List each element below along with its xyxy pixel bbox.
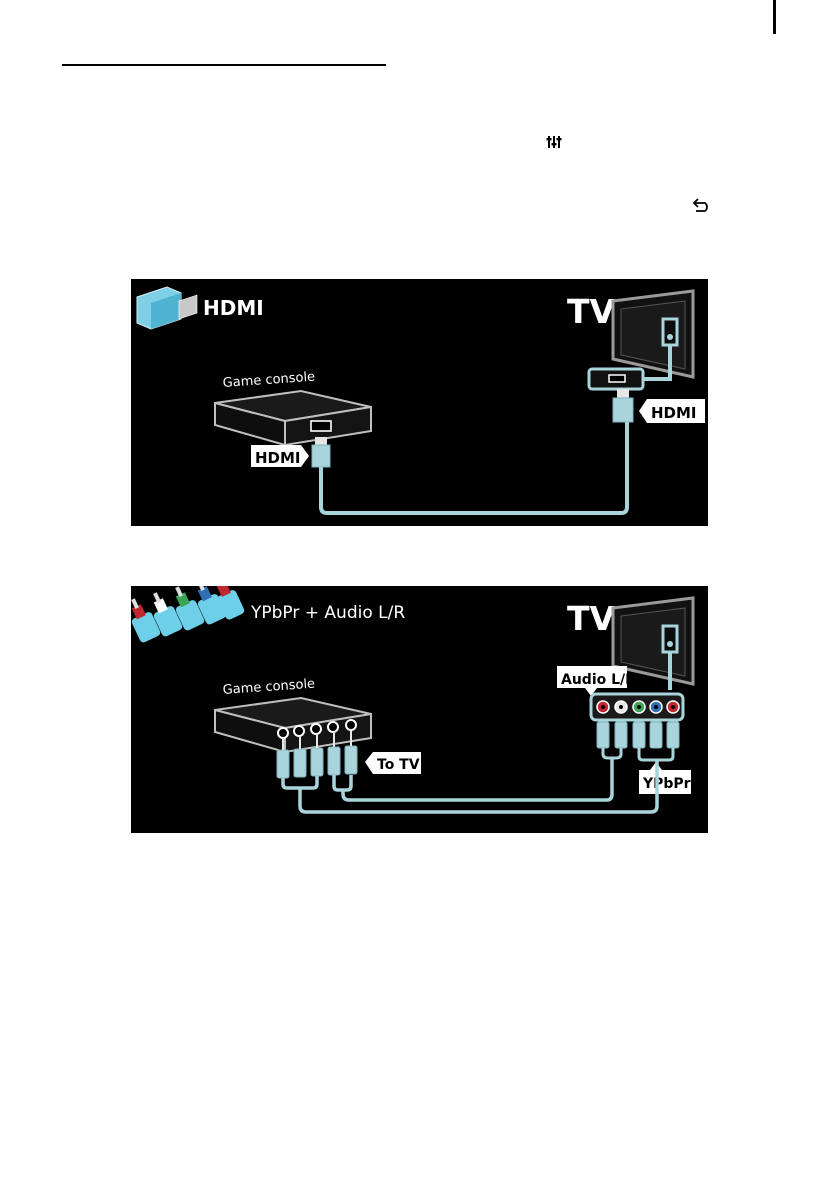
game-console-box-component [214, 696, 372, 754]
audio-lr-tag-text: Audio L/R [561, 672, 636, 688]
game-console-box [214, 389, 372, 447]
game-console-label-component: Game console [222, 677, 315, 698]
tv-hdmi-tag-text: HDMI [651, 404, 697, 422]
section-title-rule [62, 64, 386, 66]
component-diagram-title: YPbPr + Audio L/R [250, 603, 405, 623]
audio-lr-tag: Audio L/R [557, 666, 636, 696]
tv-label: TV [567, 292, 616, 331]
to-tv-tag: To TV [365, 752, 421, 774]
to-tv-tag-text: To TV [377, 757, 420, 773]
hdmi-plug-icon [136, 286, 198, 330]
ypbpr-tag: YPbPr [639, 762, 691, 794]
video-cable [281, 760, 659, 814]
hdmi-cable [319, 422, 629, 515]
console-hdmi-tag: HDMI [251, 445, 309, 467]
tv-hdmi-tag: HDMI [639, 399, 705, 423]
options-adjust-icon [546, 136, 562, 148]
hdmi-connection-diagram: HDMI TV HDMI Game console [131, 279, 708, 526]
console-hdmi-tag-text: HDMI [255, 449, 301, 467]
tv-rca-plugs [596, 721, 680, 749]
tv-label-component: TV [567, 599, 616, 638]
component-connection-diagram: YPbPr + Audio L/R TV Audio L/R [131, 586, 708, 833]
audio-cable [332, 758, 614, 802]
back-arrow-icon [692, 198, 708, 212]
console-hdmi-port [310, 420, 332, 432]
component-plugs-icon [131, 586, 245, 643]
ypbpr-tag-text: YPbPr [642, 776, 691, 792]
tv-jacks [596, 700, 680, 714]
tv-icon [611, 289, 695, 379]
game-console-label: Game console [222, 370, 315, 391]
console-rca-plugs [276, 745, 358, 779]
page-edge-marker [773, 0, 776, 34]
hdmi-diagram-title: HDMI [203, 296, 264, 320]
